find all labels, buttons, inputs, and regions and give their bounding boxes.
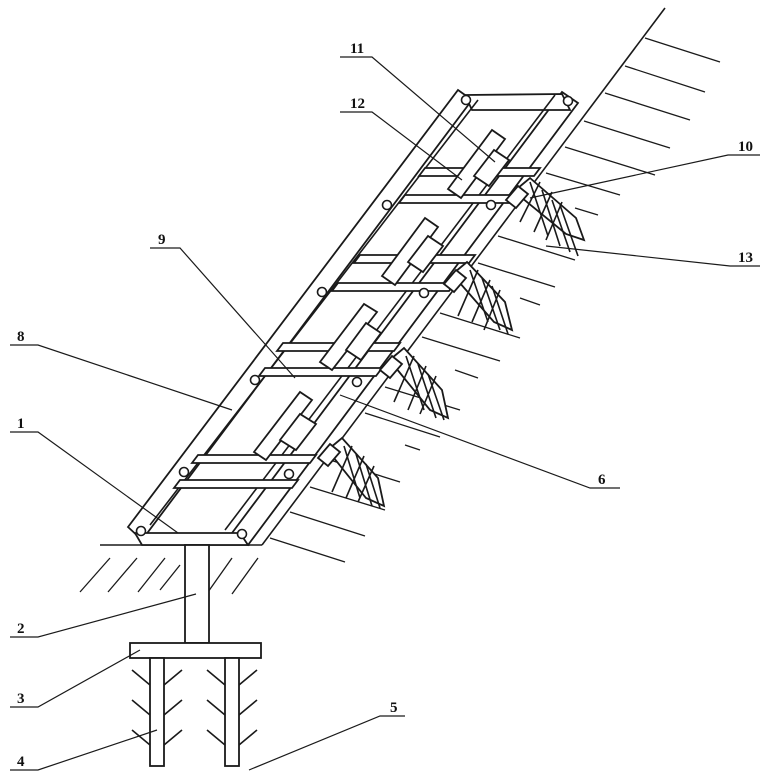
leader-lines bbox=[10, 57, 760, 770]
slope-ground bbox=[80, 8, 720, 594]
anchor-screw-4 bbox=[330, 438, 384, 508]
callout-labels: 1 2 3 4 5 6 8 9 10 11 12 13 bbox=[17, 41, 753, 770]
label-3: 3 bbox=[17, 691, 25, 707]
label-13: 13 bbox=[738, 250, 753, 266]
label-4: 4 bbox=[17, 754, 25, 770]
label-12: 12 bbox=[350, 96, 365, 112]
label-1: 1 bbox=[17, 416, 25, 432]
label-10: 10 bbox=[738, 139, 753, 155]
vertical-post bbox=[185, 545, 209, 643]
bottom-end-plate bbox=[135, 533, 248, 545]
ground-spike-left bbox=[132, 658, 182, 766]
anchor-screw-3 bbox=[392, 348, 448, 420]
label-11: 11 bbox=[350, 41, 364, 57]
label-2: 2 bbox=[17, 621, 25, 637]
label-6: 6 bbox=[598, 472, 606, 488]
anchor-screw-2 bbox=[455, 262, 512, 334]
ground-spike-right bbox=[207, 658, 257, 766]
base-plate bbox=[130, 643, 261, 658]
label-5: 5 bbox=[390, 700, 398, 716]
label-9: 9 bbox=[158, 232, 166, 248]
label-8: 8 bbox=[17, 329, 25, 345]
anchor-screw-1 bbox=[518, 178, 584, 256]
